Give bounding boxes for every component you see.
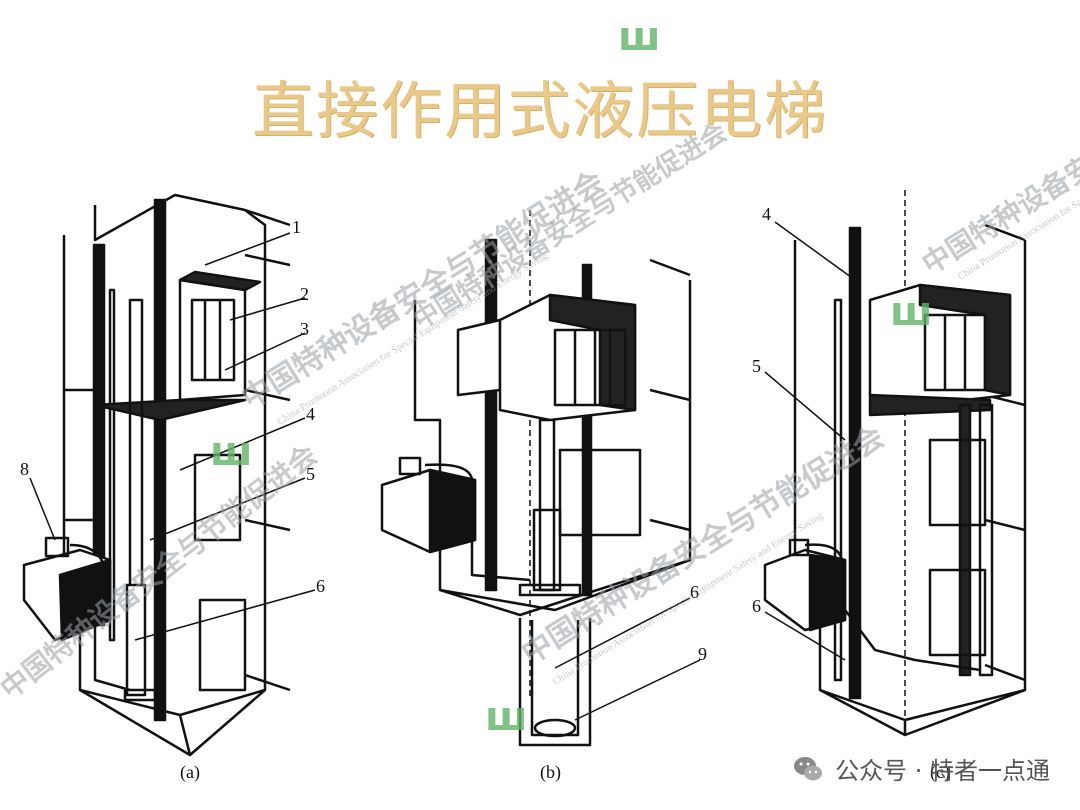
page-title: 直接作用式液压电梯 — [251, 74, 828, 147]
callout-c-5: 5 — [752, 356, 761, 376]
panel-b-drawing — [380, 210, 692, 747]
wechat-icon — [794, 756, 823, 780]
callout-c-4: 4 — [762, 204, 771, 224]
callout-a-5: 5 — [306, 464, 315, 484]
callout-b-9: 9 — [698, 644, 707, 664]
callout-a-2: 2 — [300, 284, 309, 304]
callout-a-3: 3 — [300, 319, 309, 339]
panel-c-drawing — [763, 190, 1027, 737]
caption-b: (b) — [540, 762, 561, 783]
callout-b-6: 6 — [690, 582, 699, 602]
watermark-org-3: 中国特种设备安全与节能促进会 — [916, 45, 1080, 281]
watermark-logo-2: ꟺ — [210, 429, 252, 475]
watermark-logo-1: ꟺ — [618, 14, 660, 60]
callout-labels: 1 2 3 4 5 6 8 6 9 4 5 6 — [20, 204, 771, 664]
callout-a-6: 6 — [316, 576, 325, 596]
panel-a-drawing — [22, 193, 291, 757]
callout-a-4: 4 — [306, 404, 315, 424]
watermark-logo-4: ꟺ — [485, 694, 527, 740]
wechat-account-label: 公众号 · 特者一点通 — [835, 757, 1050, 785]
callout-a-8: 8 — [20, 459, 29, 479]
callout-c-6: 6 — [752, 596, 761, 616]
caption-a: (a) — [180, 762, 200, 783]
callout-a-1: 1 — [292, 217, 301, 237]
callout-leaders — [29, 221, 856, 721]
caption-c: (c) — [930, 762, 950, 783]
wechat-footer: 公众号 · 特者一点通 — [791, 751, 1050, 786]
watermark-logo-3: ꟺ — [890, 289, 932, 335]
